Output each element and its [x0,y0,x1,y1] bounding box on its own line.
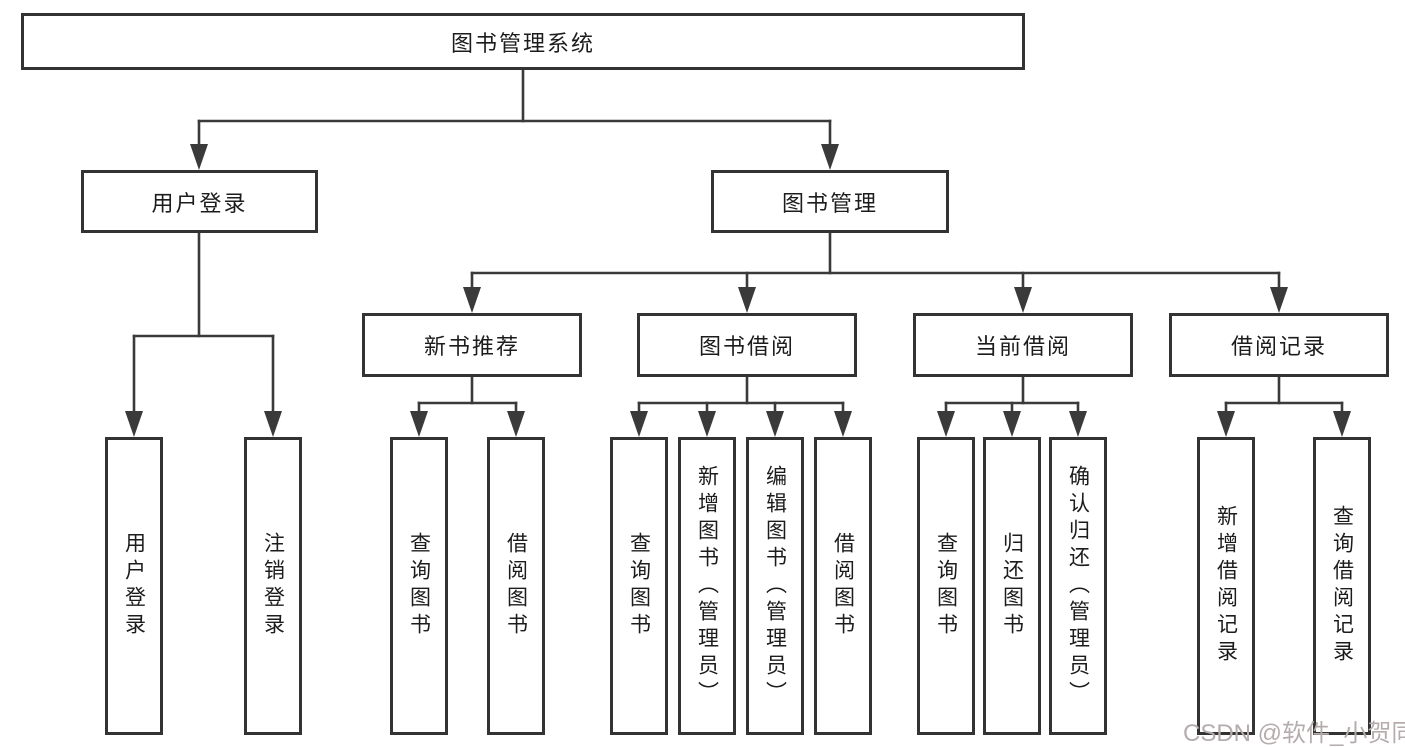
leaf-confirm-return-admin: 确认归还（管理员） [1049,437,1107,735]
leaf-add-books-admin: 新增图书（管理员） [678,437,736,735]
node-current-borrowing: 当前借阅 [913,313,1133,377]
leaf-edit-books-admin: 编辑图书（管理员） [746,437,804,735]
node-book-management: 图书管理 [711,170,949,233]
node-borrowing-records: 借阅记录 [1169,313,1389,377]
leaf-query-books-borrowing: 查询图书 [610,437,668,735]
leaf-query-borrow-record: 查询借阅记录 [1313,437,1371,735]
leaf-logout: 注销登录 [244,437,302,735]
watermark-text: CSDN @软件_小贺同学 [1183,720,1405,747]
node-user-login: 用户登录 [81,170,318,233]
leaf-add-borrow-record: 新增借阅记录 [1197,437,1255,735]
leaf-borrow-books: 借阅图书 [814,437,872,735]
node-library-system: 图书管理系统 [21,13,1025,70]
leaf-borrow-books-recommend: 借阅图书 [487,437,545,735]
node-new-book-recommendation: 新书推荐 [362,313,582,377]
leaf-return-books: 归还图书 [983,437,1041,735]
node-book-borrowing: 图书借阅 [637,313,857,377]
leaf-query-books-recommend: 查询图书 [390,437,448,735]
leaf-query-books-current: 查询图书 [917,437,975,735]
leaf-user-login: 用户登录 [105,437,163,735]
